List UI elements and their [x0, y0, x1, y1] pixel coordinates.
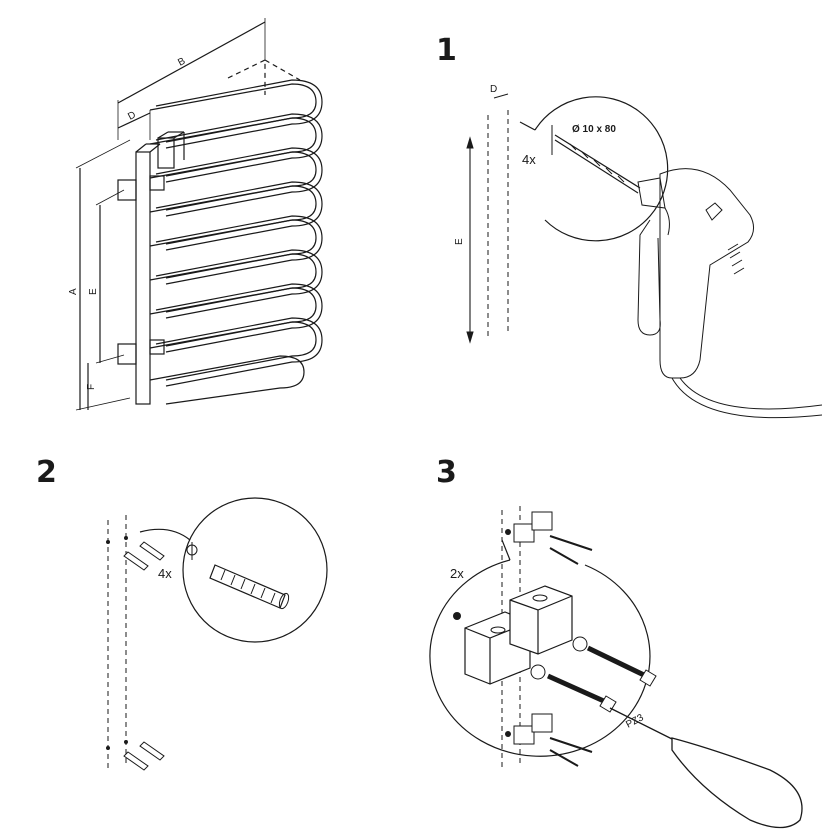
radiator-illustration: B D A E F	[68, 18, 323, 411]
step-3-panel: 2x PZ3	[410, 480, 822, 835]
step1-qty-label: 4x	[522, 152, 536, 167]
step2-qty-label: 4x	[158, 566, 172, 581]
step-2-number: 2	[36, 455, 57, 490]
dim-b-label: B	[176, 56, 187, 69]
bracket-icon: 2x PZ3	[429, 506, 803, 829]
dim-a-label: A	[68, 288, 79, 295]
drill-icon: D E 4x Ø 10 x 80	[454, 84, 822, 419]
dim-d-label: D	[126, 110, 138, 123]
radiator-overview-panel: B D A E F	[0, 0, 420, 420]
step-1-panel: D E 4x Ø 10 x 80	[410, 60, 822, 430]
drill-spec-label: Ø 10 x 80	[572, 124, 616, 135]
step3-qty-label: 2x	[450, 566, 464, 581]
step-1-number: 1	[436, 33, 457, 68]
screwdriver-label: PZ3	[624, 712, 646, 731]
step-3-number: 3	[436, 455, 457, 490]
step1-dim-e-label: E	[454, 238, 465, 245]
dim-e-label: E	[88, 288, 99, 295]
wall-plug-icon: 4x	[106, 497, 328, 771]
step-2-panel: 4x	[0, 480, 420, 800]
dim-f-label: F	[86, 384, 97, 390]
step1-dim-d-label: D	[490, 84, 497, 95]
